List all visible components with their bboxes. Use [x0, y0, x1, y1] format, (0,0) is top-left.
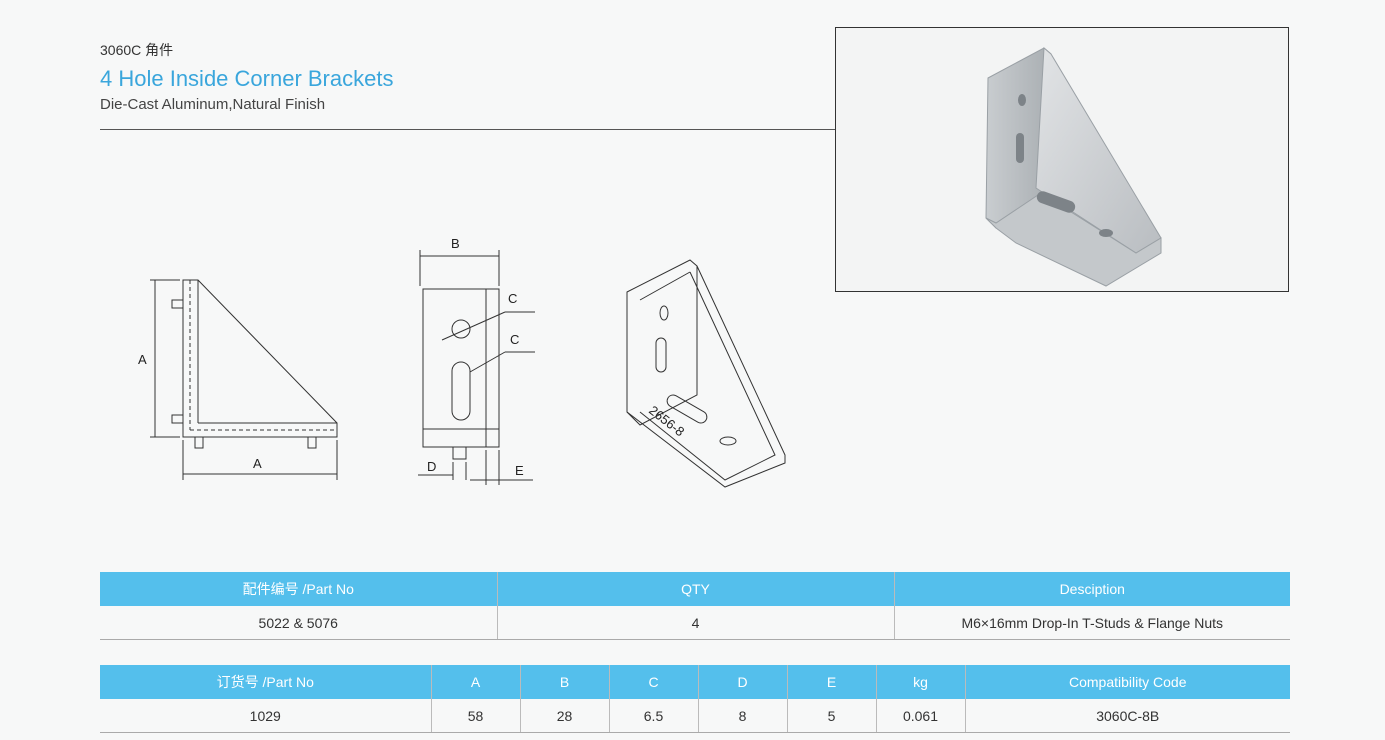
product-title: 4 Hole Inside Corner Brackets [100, 66, 394, 91]
dim-label-b: B [451, 236, 460, 251]
header-d: D [697, 665, 787, 699]
cell-c: 6.5 [608, 699, 698, 733]
header-b: B [519, 665, 609, 699]
bracket-photo-image [985, 46, 1162, 287]
dim-label-c-hole: C [508, 291, 517, 306]
table-header-row: 配件编号 /Part No QTY Desciption [100, 572, 1290, 606]
header-a: A [430, 665, 520, 699]
ordering-table: 订货号 /Part No A B C D E kg Compatibility … [100, 665, 1290, 733]
product-code: 3060C 角件 [100, 42, 174, 58]
side-view-drawing [150, 279, 338, 480]
header-qty: QTY [496, 572, 894, 606]
dim-label-c-slot: C [510, 332, 519, 347]
front-view-drawing [418, 250, 535, 485]
dim-label-a-vertical: A [138, 352, 147, 367]
cell-description: M6×16mm Drop-In T-Studs & Flange Nuts [893, 606, 1290, 640]
table-row: 5022 & 5076 4 M6×16mm Drop-In T-Studs & … [100, 606, 1290, 640]
product-subtitle: Die-Cast Aluminum,Natural Finish [100, 96, 326, 113]
dim-label-a-horizontal: A [253, 456, 262, 471]
cell-d: 8 [697, 699, 787, 733]
accessories-table: 配件编号 /Part No QTY Desciption 5022 & 5076… [100, 572, 1290, 640]
technical-drawings: A A B C C D E [138, 236, 786, 488]
table-row: 1029 58 28 6.5 8 5 0.061 3060C-8B [100, 699, 1290, 733]
cell-e: 5 [786, 699, 876, 733]
dim-label-d: D [427, 459, 436, 474]
header-e: E [786, 665, 876, 699]
header-compatibility-code: Compatibility Code [964, 665, 1290, 699]
cell-compatibility-code: 3060C-8B [964, 699, 1290, 733]
cell-kg: 0.061 [875, 699, 965, 733]
isometric-view-drawing [626, 259, 786, 488]
cell-b: 28 [519, 699, 609, 733]
cell-part-no: 5022 & 5076 [100, 606, 497, 640]
header-c: C [608, 665, 698, 699]
cell-a: 58 [430, 699, 520, 733]
dim-label-e: E [515, 463, 524, 478]
cell-qty: 4 [496, 606, 894, 640]
header-part-no: 配件编号 /Part No [100, 572, 497, 606]
header-divider [100, 129, 835, 130]
header-kg: kg [875, 665, 965, 699]
cell-order-no: 1029 [100, 699, 431, 733]
table-header-row: 订货号 /Part No A B C D E kg Compatibility … [100, 665, 1290, 699]
product-photo [835, 27, 1289, 292]
header-description: Desciption [893, 572, 1290, 606]
header-order-no: 订货号 /Part No [100, 665, 431, 699]
